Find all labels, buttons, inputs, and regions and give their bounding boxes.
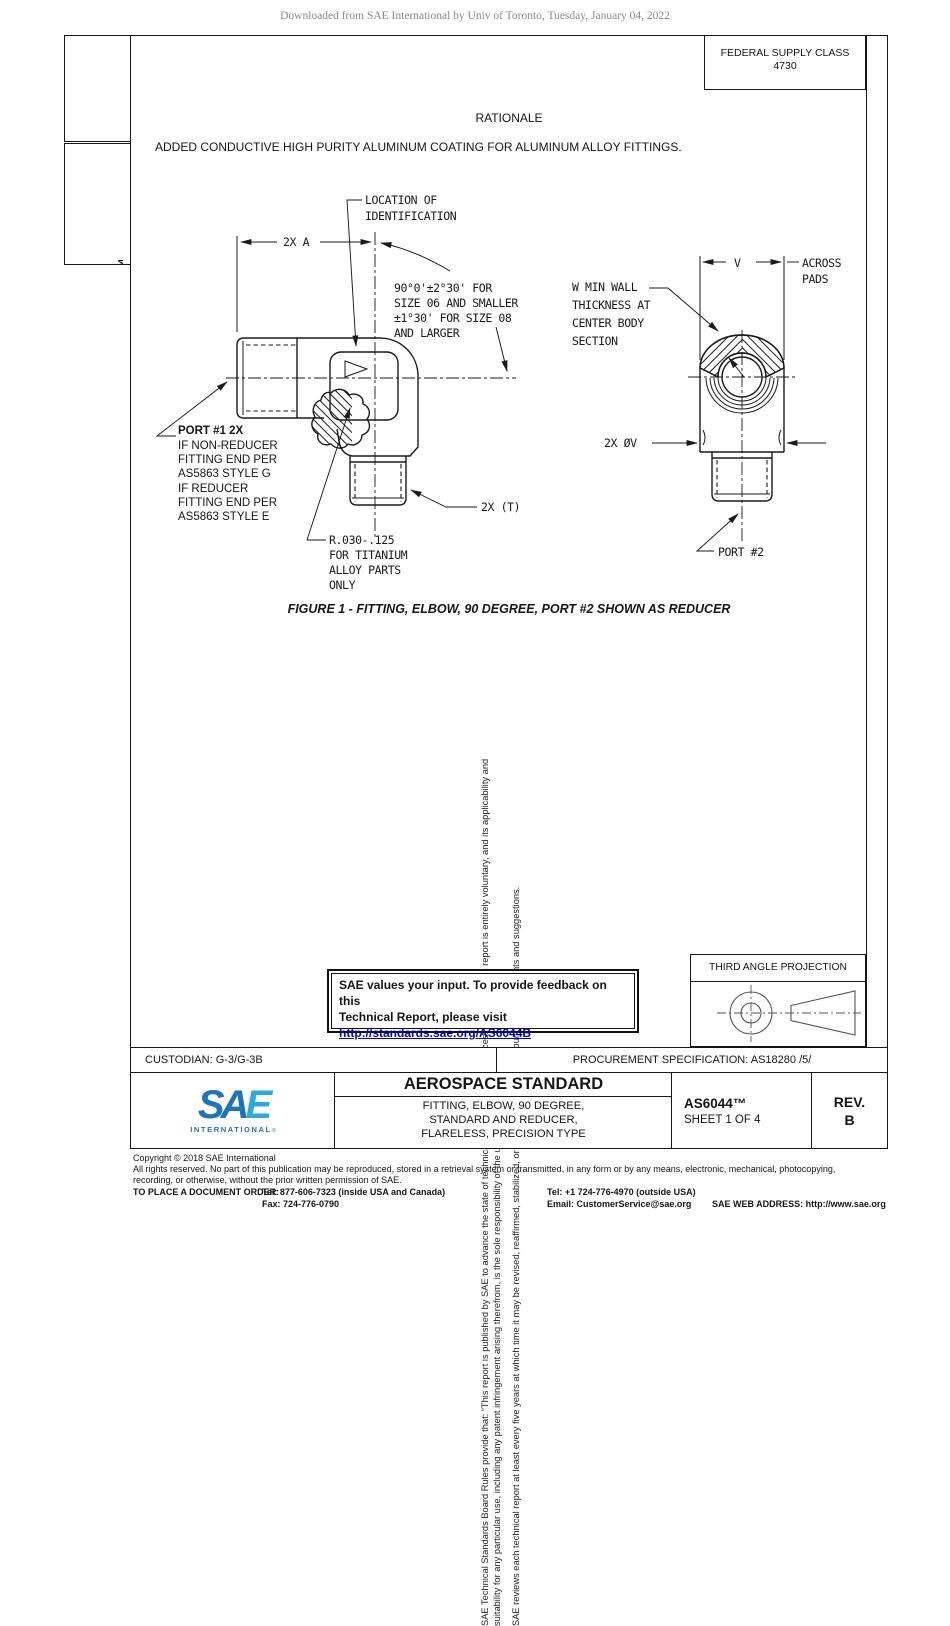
w-note-line1: W MIN WALL xyxy=(572,280,638,294)
document-type-title: AEROSPACE STANDARD xyxy=(335,1073,672,1097)
right-strip-divider xyxy=(866,35,867,1047)
port1-note-line1: PORT #1 2X xyxy=(178,425,244,437)
doc-subtitle-line3: FLARELESS, PRECISION TYPE xyxy=(421,1127,586,1140)
third-angle-symbol xyxy=(717,985,861,1042)
procurement-cell: PROCUREMENT SPECIFICATION: AS18280 /5/ xyxy=(496,1047,888,1074)
tel-outside: Tel: +1 724-776-4970 (outside USA) xyxy=(547,1187,696,1197)
port1-note-line5: IF REDUCER xyxy=(178,483,248,495)
revision-cell: REV. B xyxy=(811,1072,888,1149)
angle-note-line1: 90°0'±2°30' FOR xyxy=(394,281,492,295)
sheet-number: SHEET 1 OF 4 xyxy=(684,1113,761,1126)
angle-note-line3: ±1°30' FOR SIZE 08 xyxy=(394,311,512,325)
v-dim-label: V xyxy=(734,256,741,270)
doc-number: AS6044™ xyxy=(116,258,131,264)
angle-note-line4: AND LARGER xyxy=(394,326,460,340)
projection-title: THIRD ANGLE PROJECTION xyxy=(691,955,865,982)
tel-inside: Tel: 877-606-7323 (inside USA and Canada… xyxy=(262,1187,446,1197)
radius-note-line1: R.030-.125 xyxy=(329,533,394,547)
web-address: SAE WEB ADDRESS: http://www.sae.org xyxy=(712,1199,886,1209)
w-note-line2: THICKNESS AT xyxy=(572,298,651,312)
legal-paragraph-2: SAE reviews each technical report at lea… xyxy=(511,886,521,1626)
doc-number-box: AS6044™ xyxy=(64,143,131,265)
rights-line2: recording, or otherwise, without the pri… xyxy=(133,1175,402,1185)
figure-caption: FIGURE 1 - FITTING, ELBOW, 90 DEGREE, PO… xyxy=(287,602,731,616)
feedback-line2: Technical Report, please visit xyxy=(339,1010,507,1024)
elbow-end-view: V ACROSS PADS W MIN WALL THICKNESS AT CE… xyxy=(572,256,842,559)
ov-dim-label: 2X ØV xyxy=(604,436,637,450)
copyright-line: Copyright © 2018 SAE International xyxy=(133,1153,276,1163)
w-note-line3: CENTER BODY xyxy=(572,316,644,330)
radius-note-line2: FOR TITANIUM xyxy=(329,548,408,562)
feedback-link[interactable]: http://standards.sae.org/AS6044B xyxy=(339,1026,532,1040)
federal-supply-class-box: FEDERAL SUPPLY CLASS 4730 xyxy=(704,35,866,90)
sidebar-legal-text: SAE Technical Standards Board Rules prov… xyxy=(62,268,521,1626)
custodian-cell: CUSTODIAN: G-3/G-3B xyxy=(130,1047,498,1074)
port1-note-line2: IF NON-REDUCER xyxy=(178,440,278,452)
location-id-line1: LOCATION OF xyxy=(365,193,437,207)
radius-note-line4: ONLY xyxy=(329,578,356,592)
feedback-box: SAE values your input. To provide feedba… xyxy=(327,969,639,1040)
rationale-heading: RATIONALE xyxy=(475,111,543,125)
rights-line1: All rights reserved. No part of this pub… xyxy=(133,1164,836,1174)
angle-note-line2: SIZE 06 AND SMALLER xyxy=(394,296,518,310)
location-id-line2: IDENTIFICATION xyxy=(365,209,457,223)
sae-logo-subtitle: INTERNATIONAL® xyxy=(190,1125,276,1134)
legal-paragraph-1: SAE Technical Standards Board Rules prov… xyxy=(480,758,502,1626)
port2-label: PORT #2 xyxy=(718,545,764,559)
order-label: TO PLACE A DOCUMENT ORDER: xyxy=(133,1187,280,1197)
port1-note-line7: AS5863 STYLE E xyxy=(178,511,270,523)
doc-subtitle-line2: STANDARD AND REDUCER, xyxy=(429,1113,578,1126)
title-cell: AEROSPACE STANDARD FITTING, ELBOW, 90 DE… xyxy=(334,1072,673,1149)
fsc-code: 4730 xyxy=(773,60,797,72)
document-number: AS6044™ xyxy=(684,1095,747,1111)
radius-note-line3: ALLOY PARTS xyxy=(329,563,401,577)
sae-logo-cell: SAE INTERNATIONAL® xyxy=(130,1072,336,1149)
figure1-drawing: 2X A LOCATION OF IDENTIFICATION 90°0'±2°… xyxy=(155,193,842,592)
dim-2xa-label: 2X A xyxy=(283,235,310,249)
feedback-line1: SAE values your input. To provide feedba… xyxy=(339,978,607,1008)
doc-subtitle-line1: FITTING, ELBOW, 90 DEGREE, xyxy=(422,1100,585,1112)
elbow-side-view: 2X A LOCATION OF IDENTIFICATION 90°0'±2°… xyxy=(155,193,521,592)
download-watermark: Downloaded from SAE International by Uni… xyxy=(280,10,670,22)
rev-box: REV. B xyxy=(64,35,131,142)
across-pads-line2: PADS xyxy=(802,272,829,286)
sae-logo: SAE xyxy=(197,1083,272,1127)
revision-value: B xyxy=(844,1111,855,1128)
section-hatching xyxy=(311,389,352,449)
port1-note-line6: FITTING END PER xyxy=(178,497,277,509)
across-pads-line1: ACROSS xyxy=(802,256,842,270)
revision-label: REV. xyxy=(833,1093,866,1110)
w-note-line4: SECTION xyxy=(572,334,618,348)
email-address: Email: CustomerService@sae.org xyxy=(547,1199,692,1209)
rationale-text: ADDED CONDUCTIVE HIGH PURITY ALUMINUM CO… xyxy=(155,140,682,154)
port1-note-line4: AS5863 STYLE G xyxy=(178,468,271,480)
document-number-cell: AS6044™ SHEET 1 OF 4 xyxy=(671,1072,813,1149)
third-angle-projection-box: THIRD ANGLE PROJECTION xyxy=(690,954,866,1047)
fax-number: Fax: 724-776-0790 xyxy=(262,1199,340,1209)
t-dim-label: 2X (T) xyxy=(481,500,520,514)
fsc-title: FEDERAL SUPPLY CLASS xyxy=(720,47,850,59)
port1-note-line3: FITTING END PER xyxy=(178,454,277,466)
